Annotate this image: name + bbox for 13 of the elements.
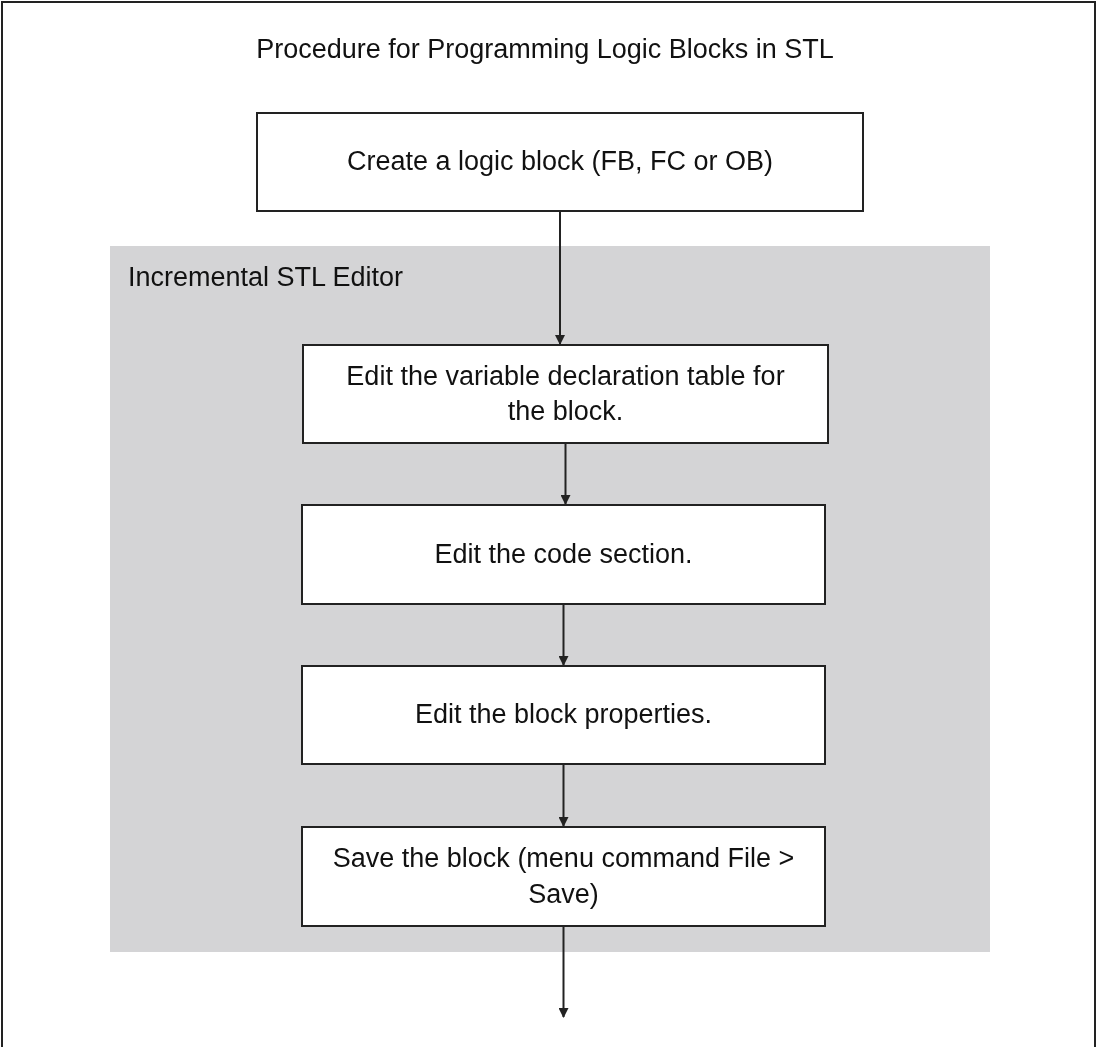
process-box: Create a logic block (FB, FC or OB) (256, 112, 864, 212)
arrow (558, 764, 569, 827)
diagram-title: Procedure for Programming Logic Blocks in STL (255, 34, 835, 65)
panel-heading: Incremental STL Editor (128, 262, 404, 293)
process-box: Edit the block properties. (301, 665, 826, 765)
arrow (560, 443, 571, 505)
arrow (558, 926, 569, 1018)
arrow (555, 211, 565, 345)
process-box: Edit the variable declaration table for the block. (302, 344, 829, 444)
process-box: Save the block (menu command File > Save) (301, 826, 826, 927)
editor-panel (110, 246, 990, 952)
arrow (558, 604, 569, 666)
process-box: Edit the code section. (301, 504, 826, 605)
